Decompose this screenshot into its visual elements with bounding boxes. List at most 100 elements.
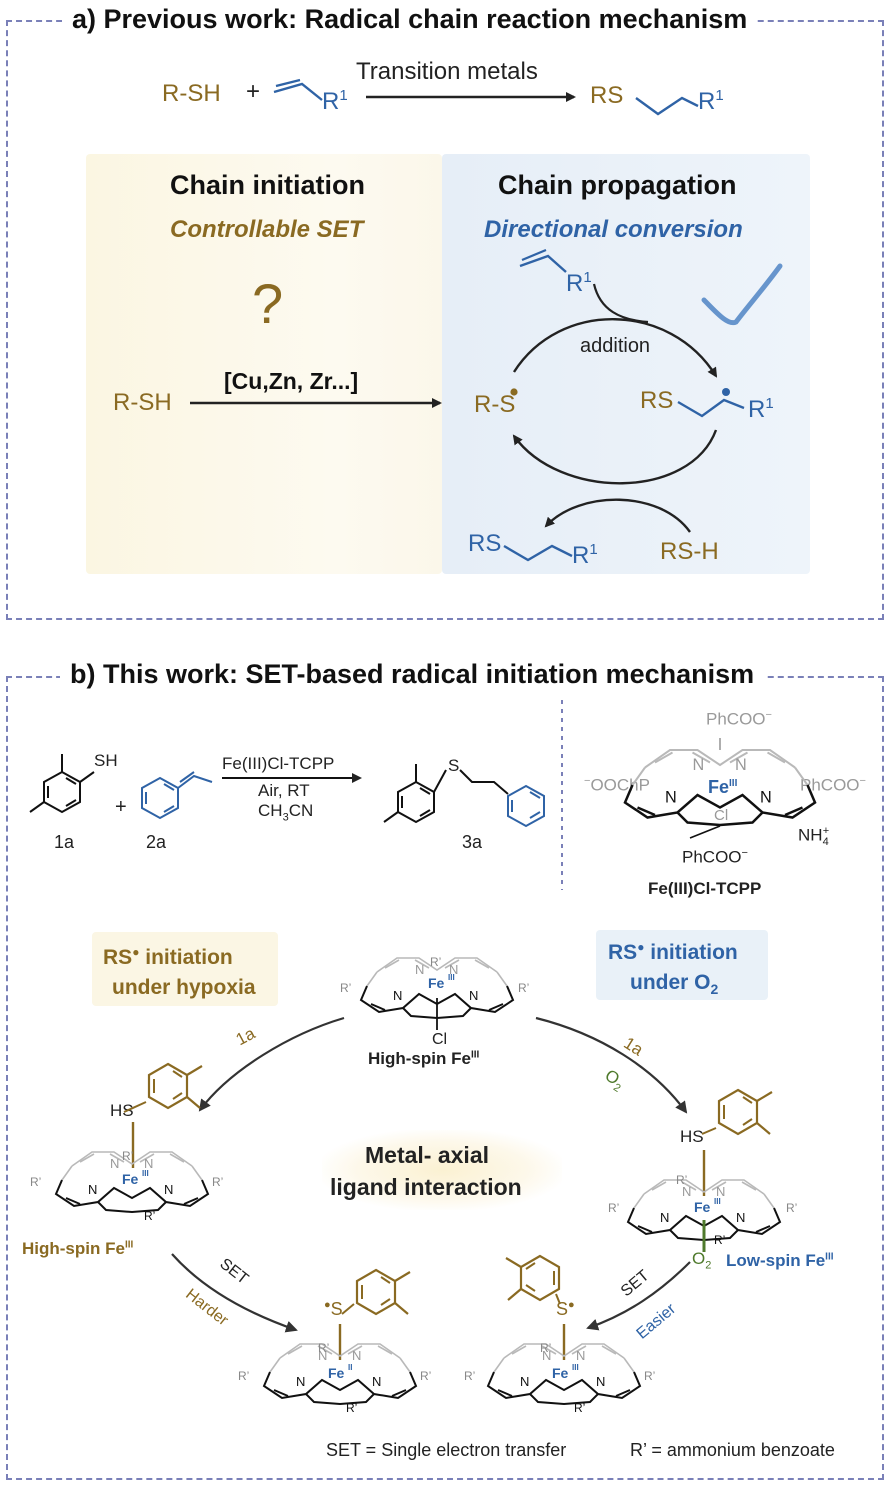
adduct-rs: RS (640, 387, 674, 414)
addition-arc (512, 318, 718, 378)
thiyl-dot (510, 388, 518, 396)
svg-text:R’: R’ (676, 1173, 687, 1187)
catalyst-list: [Cu,Zn, Zr...] (224, 368, 359, 394)
svg-text:II: II (348, 1363, 352, 1372)
adduct-radical-dot (722, 388, 730, 396)
thiyl-radical: R-S (474, 391, 516, 418)
oxygen-box (596, 930, 768, 1000)
label-2a: 2a (146, 832, 167, 852)
alkene-in-cycle (519, 254, 567, 273)
regen-arc (512, 429, 718, 485)
svg-text:R’: R’ (212, 1175, 223, 1189)
panel-a-title: a) Previous work: Radical chain reaction… (62, 4, 758, 35)
cycle-product-r: R1 (572, 541, 598, 569)
initiation-reactant: R-SH (113, 389, 172, 416)
svg-text:R’: R’ (430, 955, 441, 969)
transition-metals-label: Transition metals (356, 58, 538, 85)
svg-text:Fe: Fe (694, 1199, 711, 1215)
svg-text:R’: R’ (346, 1401, 357, 1415)
check-mark (701, 263, 783, 326)
svg-text:R’: R’ (714, 1233, 725, 1247)
initiation-subheading: Controllable SET (170, 216, 364, 243)
svg-text:III: III (572, 1363, 579, 1372)
interaction-line1: Metal- axial (365, 1142, 489, 1168)
center-cl: Cl (432, 1031, 448, 1048)
addition-incoming-curve (592, 283, 649, 324)
set-right-arrow (586, 1261, 691, 1331)
center-high-spin-label: High-spin FeIII (368, 1049, 480, 1068)
porph-cl: Cl (714, 807, 729, 824)
top-plus: + (246, 78, 261, 105)
condition-air: Air, RT (258, 781, 310, 800)
top-product-r: R1 (698, 87, 724, 115)
footnote-rprime: R’ = ammonium benzoate (630, 1440, 835, 1460)
thiol-sh: SH (94, 751, 118, 770)
reference-porphyrin (623, 748, 817, 827)
svg-text:R’: R’ (318, 1341, 329, 1355)
porphyrin-name: Fe(III)Cl-TCPP (648, 879, 762, 898)
svg-text:Fe: Fe (552, 1365, 569, 1381)
porph-top-sub: PhCOO− (706, 709, 772, 729)
initiation-heading: Chain initiation (170, 170, 365, 200)
left-high-spin-label: High-spin FeIII (22, 1239, 134, 1258)
right-low-spin-label: Low-spin FeIII (726, 1251, 834, 1270)
condition-solvent: CH3CN (258, 801, 314, 824)
svg-text:III: III (714, 1197, 721, 1206)
left-hs: HS (110, 1101, 134, 1120)
svg-text:Fe: Fe (428, 975, 445, 991)
footnote-set: SET = Single electron transfer (326, 1440, 567, 1460)
right-o2: O2 (692, 1249, 712, 1272)
oxygen-line2: under O2 (630, 971, 719, 998)
svg-text:Fe: Fe (122, 1171, 139, 1187)
ammonium-counterion: NH4+ (798, 825, 830, 849)
svg-text:III: III (142, 1169, 149, 1178)
porph-right-sub: PhCOO− (800, 775, 866, 795)
structure-2a (141, 771, 213, 820)
interaction-line2: ligand interaction (330, 1174, 522, 1200)
top-reactant-rsh: R-SH (162, 80, 221, 107)
propagation-heading: Chain propagation (498, 170, 737, 200)
label-1a: 1a (54, 832, 75, 852)
structure-1a (29, 754, 95, 814)
hypoxia-line2: under hypoxia (112, 976, 256, 999)
svg-text:R’: R’ (464, 1369, 475, 1383)
panel-b-title: b) This work: SET-based radical initiati… (60, 659, 765, 690)
svg-text:R’: R’ (518, 981, 529, 995)
porph-bottom-sub: PhCOO− (682, 847, 748, 867)
svg-text:III: III (448, 973, 455, 982)
cycle-alkene-r: R1 (566, 269, 592, 297)
cycle-product-rs: RS (468, 530, 502, 557)
svg-text:R’: R’ (144, 1209, 155, 1223)
interaction-glow (322, 1130, 562, 1210)
adduct-chain (677, 398, 745, 418)
right-hs: HS (680, 1127, 704, 1146)
svg-text:R’: R’ (644, 1369, 655, 1383)
thiol-donor: RS-H (660, 538, 719, 565)
transfer-arc (544, 498, 691, 533)
top-alkene (273, 78, 323, 101)
scheme-plus: + (115, 796, 127, 818)
arrow-to-left (198, 1016, 345, 1112)
oxygen-line1: RS● initiation (608, 940, 738, 964)
porph-fe: FeIII (708, 777, 738, 797)
structure-3a (383, 764, 509, 824)
bottom-left-s: ●S (324, 1299, 343, 1319)
bottom-right-s: S● (556, 1299, 575, 1319)
product-chain (503, 544, 573, 562)
svg-text:R’: R’ (420, 1369, 431, 1383)
top-product-chain (635, 96, 699, 116)
svg-text:R’: R’ (540, 1341, 551, 1355)
arrow-to-right (535, 1016, 688, 1114)
set-left-arrow (171, 1253, 298, 1333)
question-mark: ? (252, 272, 284, 335)
svg-text:Fe: Fe (328, 1365, 345, 1381)
propagation-region (442, 154, 810, 574)
svg-text:R’: R’ (238, 1369, 249, 1383)
label-3a: 3a (462, 832, 483, 852)
hypoxia-box (92, 932, 278, 1006)
top-product-rs: RS (590, 82, 624, 109)
svg-text:R’: R’ (574, 1401, 585, 1415)
product-s: S (448, 756, 460, 775)
hypoxia-line1: RS● initiation (103, 945, 233, 969)
top-alkene-r: R1 (322, 87, 348, 115)
